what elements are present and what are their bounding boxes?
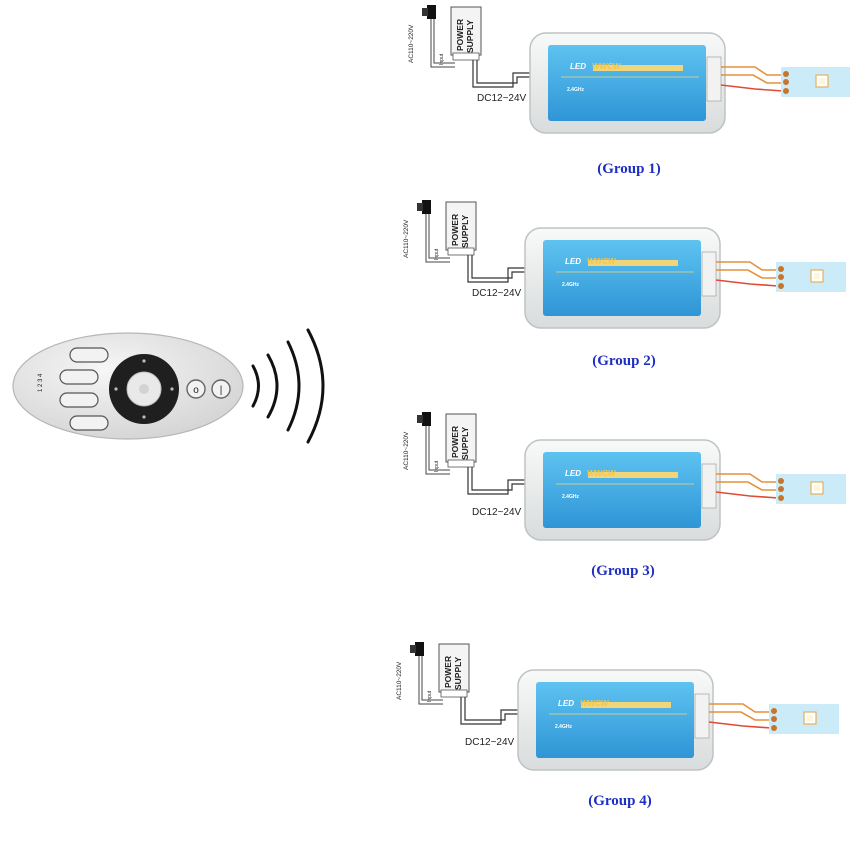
controller-model-label: WWCW xyxy=(592,62,622,71)
power-supply-label-1: POWER xyxy=(450,214,460,246)
ac-input-label: AC110~220V xyxy=(408,24,415,63)
signal-arc-4 xyxy=(306,328,325,444)
controller-freq-label: 2.4GHz xyxy=(555,724,572,730)
dc-voltage-label: DC12~24V xyxy=(465,737,515,748)
controller-freq-label: 2.4GHz xyxy=(562,494,579,500)
controller-model-label: WWCW xyxy=(587,469,617,478)
dc-voltage-label: DC12~24V xyxy=(472,288,522,299)
on-button[interactable] xyxy=(211,379,231,399)
signal-arc-2 xyxy=(266,353,279,419)
dc-voltage-label: DC12~24V xyxy=(472,507,522,518)
group-3-label: (Group 3) xyxy=(591,563,654,579)
wheel-marker-left xyxy=(114,387,118,391)
ac-input-label: AC110~220V xyxy=(403,219,410,258)
ac-input-label: AC110~220V xyxy=(396,661,403,700)
on-button-label: | xyxy=(220,385,223,396)
wireless-signal-icon xyxy=(251,328,325,444)
signal-arc-1 xyxy=(251,364,260,408)
controller-freq-label: 2.4GHz xyxy=(562,282,579,288)
remote-zone-marks: 1 2 3 4 xyxy=(38,373,44,392)
zone-3-button[interactable] xyxy=(59,392,99,408)
input-label: Input xyxy=(434,248,440,260)
dc-voltage-label: DC12~24V xyxy=(477,93,527,104)
group-1-label: (Group 1) xyxy=(597,161,660,177)
power-supply-label-1: POWER xyxy=(455,19,465,51)
group-4-label: (Group 4) xyxy=(588,793,651,809)
controller-freq-label: 2.4GHz xyxy=(567,87,584,93)
zone-1-button[interactable] xyxy=(69,347,109,363)
ac-input-label: AC110~220V xyxy=(403,431,410,470)
power-supply-label-2: SUPPLY xyxy=(465,19,475,53)
wheel-marker-bottom xyxy=(142,415,146,419)
remote-control[interactable]: 1 2 3 4 o | xyxy=(12,332,244,440)
controller-brand-label: LED xyxy=(558,699,574,708)
group-2-unit: AC110~220V Input POWER SUPPLY DC12~24V L… xyxy=(403,199,847,329)
off-button-label: o xyxy=(193,385,199,396)
power-supply-label-1: POWER xyxy=(450,426,460,458)
controller-model-label: WWCW xyxy=(580,699,610,708)
group-3-unit: AC110~220V Input POWER SUPPLY DC12~24V L… xyxy=(403,411,847,541)
wheel-center-dot xyxy=(139,384,149,394)
wheel-marker-top xyxy=(142,359,146,363)
power-supply-label-2: SUPPLY xyxy=(460,214,470,248)
signal-arc-3 xyxy=(286,340,301,432)
power-supply-label-2: SUPPLY xyxy=(460,426,470,460)
wheel-marker-right xyxy=(170,387,174,391)
input-label: Input xyxy=(434,460,440,472)
zone-2-button[interactable] xyxy=(59,369,99,385)
controller-model-label: WWCW xyxy=(587,257,617,266)
controller-brand-label: LED xyxy=(565,257,581,266)
input-label: Input xyxy=(427,690,433,702)
group-1-unit: AC110~220V Input POWER SUPPLY DC12~24V L… xyxy=(408,4,850,134)
group-2-label: (Group 2) xyxy=(592,353,655,369)
group-4-unit: AC110~220V Input POWER SUPPLY DC12~24V L… xyxy=(396,641,840,771)
zone-4-button[interactable] xyxy=(69,415,109,431)
controller-brand-label: LED xyxy=(565,469,581,478)
power-supply-label-2: SUPPLY xyxy=(453,656,463,690)
controller-brand-label: LED xyxy=(570,62,586,71)
off-button[interactable] xyxy=(186,379,206,399)
power-supply-label-1: POWER xyxy=(443,656,453,688)
input-label: Input xyxy=(439,53,445,65)
